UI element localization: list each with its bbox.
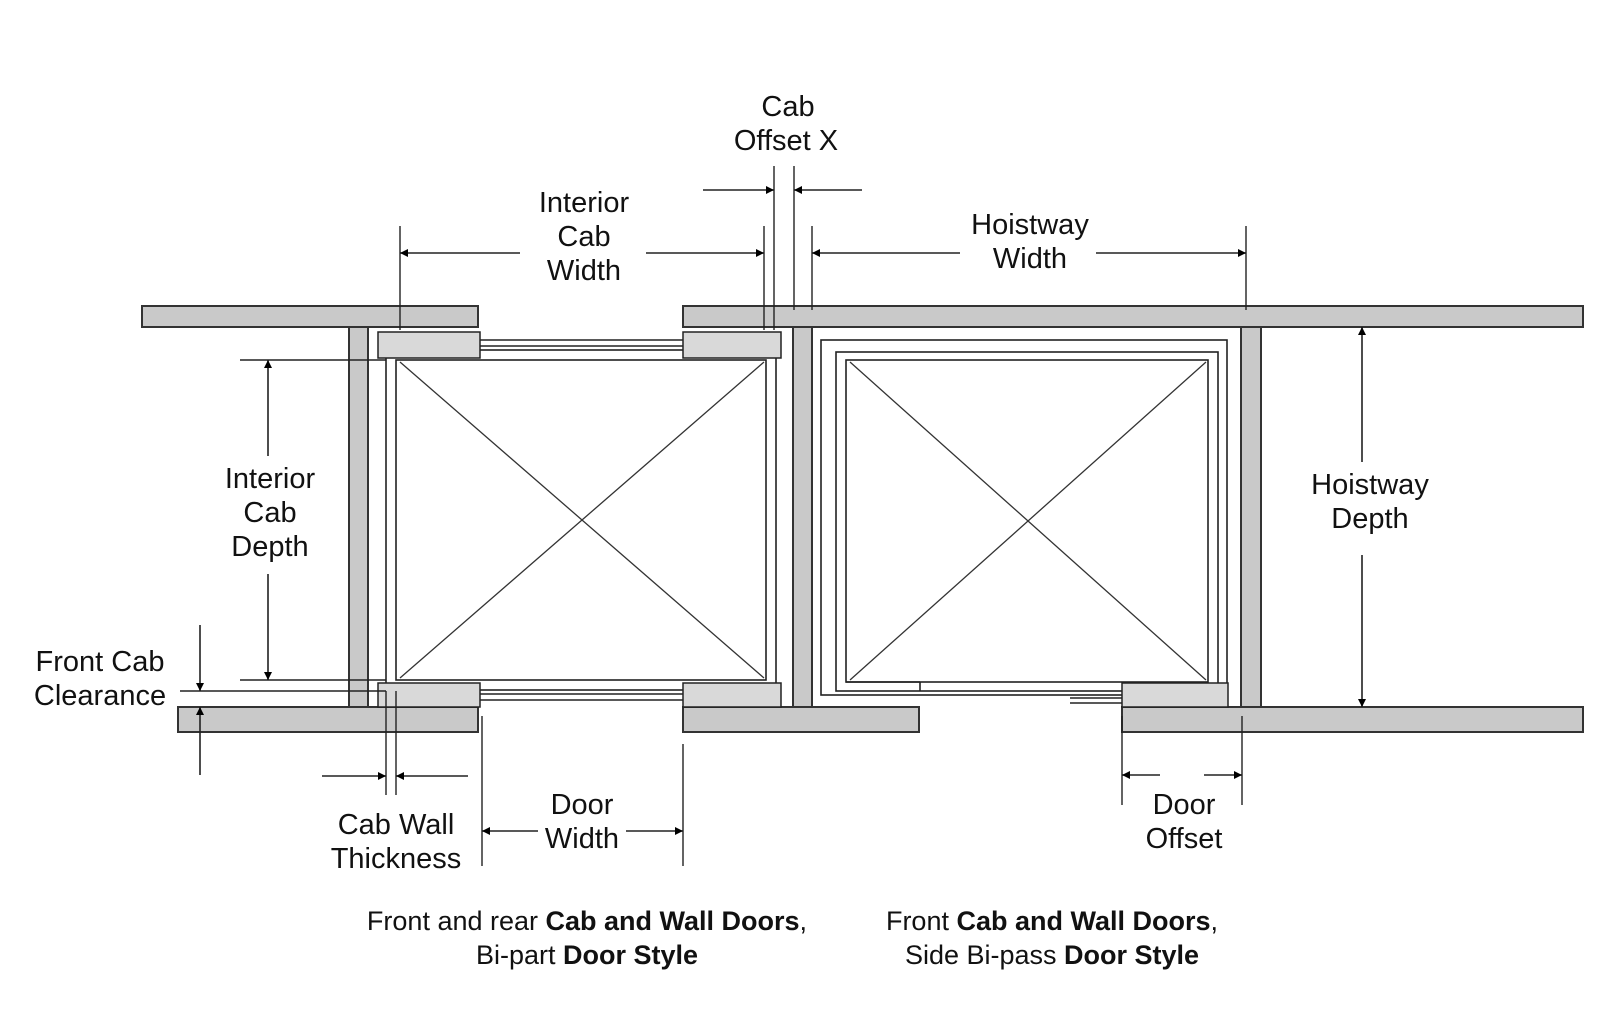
label-front-cab-clearance: Front Cab [36,646,165,678]
label-interior-cab-depth-line3: Depth [231,531,308,563]
left-cab-front-door-right [682,682,782,708]
label-hoistway-depth-line2: Depth [1331,503,1408,535]
caption-left-line2-plain: Bi-part [476,940,563,970]
label-hoistway-depth: Hoistway [1311,469,1429,501]
label-interior-cab-depth-line2: Cab [243,497,296,529]
left-cab-rear-door-right [682,331,782,359]
label-hoistway-width-line2: Width [993,243,1067,275]
right-cab-door-panel [1121,682,1229,708]
right-side-wall [1240,326,1262,708]
captions: Front and rear Cab and Wall Doors, Bi-pa… [367,906,1218,970]
dimension-labels: Cab Offset X Interior Cab Width Hoistway… [34,91,1429,875]
left-cab-front-door-left [377,682,481,708]
label-door-width-line2: Width [545,823,619,855]
left-cab [377,331,782,708]
label-interior-cab-width-line3: Width [547,255,621,287]
hoistway-walls [141,305,1584,733]
caption-left-line2-bold: Door Style [563,940,698,970]
label-cab-wall-thickness-line2: Thickness [331,843,462,875]
caption-left-line1-plain: Front and rear [367,906,546,936]
caption-right-line1: Front Cab and Wall Doors, [886,906,1218,936]
caption-right-line1-plain: Front [886,906,957,936]
right-cab [820,339,1229,708]
label-door-offset: Door [1153,789,1216,821]
label-door-offset-line2: Offset [1146,823,1223,855]
label-interior-cab-width: Interior [539,187,630,219]
caption-right-line1-bold: Cab and Wall Doors [956,906,1210,936]
bottom-wall-right [1121,706,1584,733]
top-wall-left [141,305,479,328]
label-door-width: Door [551,789,614,821]
dimension-lines [180,166,1366,866]
left-cab-rear-door-left [377,331,481,359]
top-wall-right [682,305,1584,328]
caption-right-line2-bold: Door Style [1064,940,1199,970]
label-front-cab-clearance-line2: Clearance [34,680,166,712]
caption-right-line2-plain: Side Bi-pass [905,940,1064,970]
caption-left-line1-bold: Cab and Wall Doors [546,906,800,936]
label-hoistway-width: Hoistway [971,209,1089,241]
caption-left-line1-end: , [800,906,808,936]
caption-left-line2: Bi-part Door Style [476,940,698,970]
label-cab-wall-thickness: Cab Wall [338,809,455,841]
label-cab-offset-x: Cab [761,91,814,123]
caption-left-line1: Front and rear Cab and Wall Doors, [367,906,807,936]
caption-right-line2: Side Bi-pass Door Style [905,940,1199,970]
bottom-wall-middle [682,706,920,733]
bottom-wall-left [177,706,479,733]
label-interior-cab-depth: Interior [225,463,316,495]
label-cab-offset-x-line2: Offset X [734,125,838,157]
middle-divider-wall [792,326,813,708]
label-interior-cab-width-line2: Cab [557,221,610,253]
left-cab-side-wall [348,326,369,708]
caption-right-line1-end: , [1211,906,1219,936]
